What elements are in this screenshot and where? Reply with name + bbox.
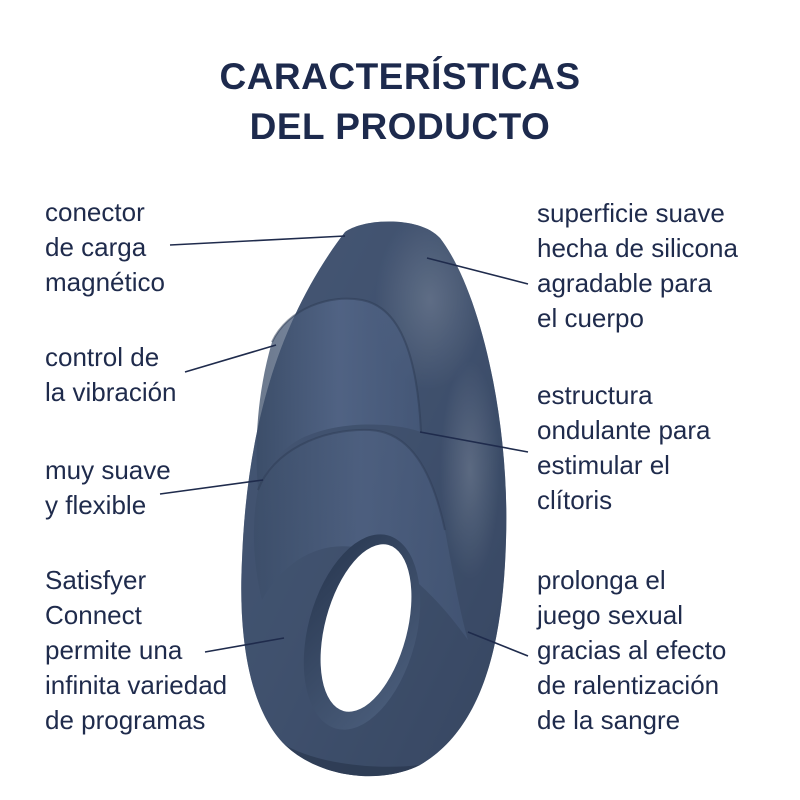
feature-line: de carga: [45, 232, 147, 262]
feature-line: conector: [45, 197, 145, 227]
feature-line: agradable para: [537, 268, 712, 298]
feature-vibration-control: control de la vibración: [45, 340, 177, 410]
wave-ridge-lower: [253, 429, 468, 640]
feature-line: permite una: [45, 635, 183, 665]
wave-ridge-upper: [256, 298, 421, 490]
feature-line: magnético: [45, 267, 165, 297]
feature-line: gracias al efecto: [537, 635, 727, 665]
feature-silicone-surface: superficie suave hecha de silicona agrad…: [537, 196, 738, 336]
feature-magnetic-charging: conector de carga magnético: [45, 195, 165, 300]
feature-line: de la sangre: [537, 705, 681, 735]
feature-prolong-play: prolonga el juego sexual gracias al efec…: [537, 563, 726, 738]
feature-wave-structure: estructura ondulante para estimular el c…: [537, 378, 710, 518]
feature-line: juego sexual: [537, 600, 683, 630]
feature-line: la vibración: [45, 377, 177, 407]
leader-line-right-1: [426, 257, 529, 285]
feature-line: superficie suave: [537, 198, 725, 228]
feature-line: infinita variedad: [45, 670, 228, 700]
leader-line-left-1: [169, 235, 346, 246]
feature-line: estructura: [537, 380, 653, 410]
leader-line-left-4: [204, 637, 285, 653]
leader-line-right-3: [467, 631, 529, 657]
ring-hole: [320, 544, 412, 712]
title-line-1: CARACTERÍSTICAS: [219, 56, 581, 97]
feature-line: prolonga el: [537, 565, 666, 595]
feature-line: estimular el: [537, 450, 670, 480]
feature-line: y flexible: [45, 490, 147, 520]
feature-line: clítoris: [537, 485, 613, 515]
feature-line: Connect: [45, 600, 142, 630]
leader-line-left-3: [159, 479, 264, 495]
feature-app-connect: Satisfyer Connect permite una infinita v…: [45, 563, 227, 738]
leader-line-left-2: [184, 344, 277, 373]
feature-line: hecha de silicona: [537, 233, 738, 263]
title-line-2: DEL PRODUCTO: [249, 106, 551, 147]
feature-soft-flexible: muy suave y flexible: [45, 453, 171, 523]
feature-line: ondulante para: [537, 415, 711, 445]
page-title: CARACTERÍSTICAS DEL PRODUCTO: [0, 52, 800, 152]
feature-line: de programas: [45, 705, 206, 735]
feature-line: muy suave: [45, 455, 171, 485]
leader-line-right-2: [419, 431, 529, 453]
feature-line: el cuerpo: [537, 303, 644, 333]
feature-line: de ralentización: [537, 670, 720, 700]
feature-line: control de: [45, 342, 160, 372]
feature-line: Satisfyer: [45, 565, 147, 595]
